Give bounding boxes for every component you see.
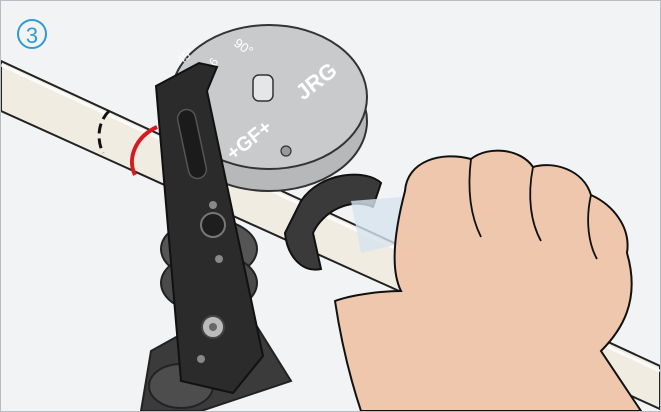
- wheel-screw: [281, 146, 291, 156]
- bracket-bolt-socket: [209, 323, 217, 331]
- bracket-hole-3: [197, 355, 205, 363]
- bracket-hole-1: [209, 201, 217, 209]
- step-number-badge: 3: [17, 19, 47, 49]
- wheel-pin: [253, 75, 273, 101]
- bracket-knob: [201, 213, 225, 237]
- bracket-hole-2: [215, 255, 223, 263]
